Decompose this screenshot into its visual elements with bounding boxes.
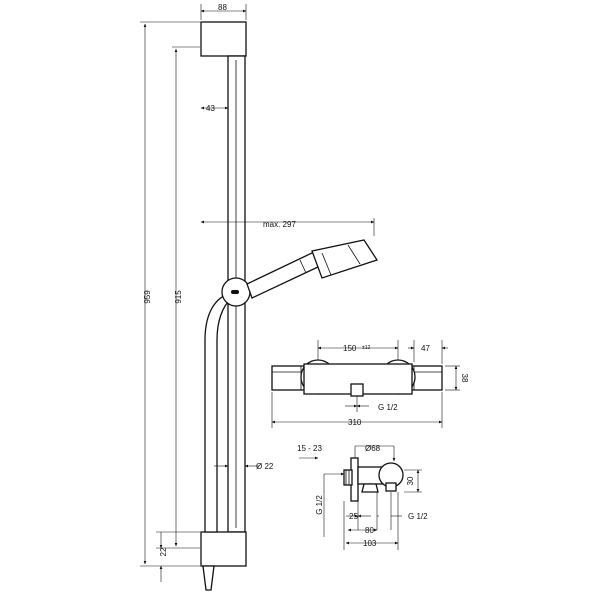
dim-arm-reach: max. 297	[263, 220, 296, 229]
dim-foot-height: 22	[159, 547, 168, 556]
valve-nut	[361, 483, 379, 493]
dim-valve-outlet: G 1/2	[408, 512, 428, 521]
hose-connector	[202, 565, 215, 591]
dim-mixer-depth: 38	[460, 374, 469, 383]
dim-mixer-length: 310	[348, 418, 362, 427]
dim-valve-range: 15 - 23	[297, 444, 322, 453]
shower-hose	[204, 293, 233, 533]
dim-valve-rosette: Ø68	[365, 444, 381, 453]
mixer-dimensions: 150 ±12 47 38 G 1/2 310	[271, 340, 469, 428]
dim-mixer-centers: 150	[343, 344, 357, 353]
mixer-outlet	[350, 383, 364, 397]
valve-thread	[343, 469, 353, 486]
dim-rail-diameter: Ø 22	[256, 462, 274, 471]
valve-stem	[385, 482, 397, 492]
rail-top-bracket	[200, 21, 247, 57]
dim-mixer-outlet: G 1/2	[378, 403, 398, 412]
dim-valve-inlet-left: G 1/2	[315, 495, 324, 515]
shower-rail-assembly	[200, 21, 379, 591]
dim-valve-height: 30	[406, 476, 415, 485]
dim-rail-height: 915	[174, 290, 183, 304]
dim-mixer-centers-tol: ±12	[362, 345, 371, 351]
dim-valve-offset-80: 80	[365, 526, 374, 535]
dim-head-offset: 43	[206, 104, 215, 113]
rail-dimensions: 88 43 max. 297 959 915 Ø 22 22	[140, 3, 375, 582]
wall-connection-valve	[343, 457, 404, 502]
hand-shower-handle	[246, 251, 321, 299]
dim-valve-offset-25: 25	[349, 512, 358, 521]
hand-shower-head	[311, 239, 379, 279]
valve-dimensions: 15 - 23 Ø68 30 G 1/2 25 G 1/2 80 103	[297, 444, 428, 550]
dim-valve-offset-103: 103	[363, 539, 377, 548]
slider-button	[231, 290, 239, 294]
dim-mixer-end-width: 47	[421, 344, 430, 353]
thermostat-mixer	[271, 359, 443, 397]
dim-total-height: 959	[143, 290, 152, 304]
dim-head-width: 88	[218, 3, 227, 12]
rail-bottom-bracket	[200, 531, 247, 567]
